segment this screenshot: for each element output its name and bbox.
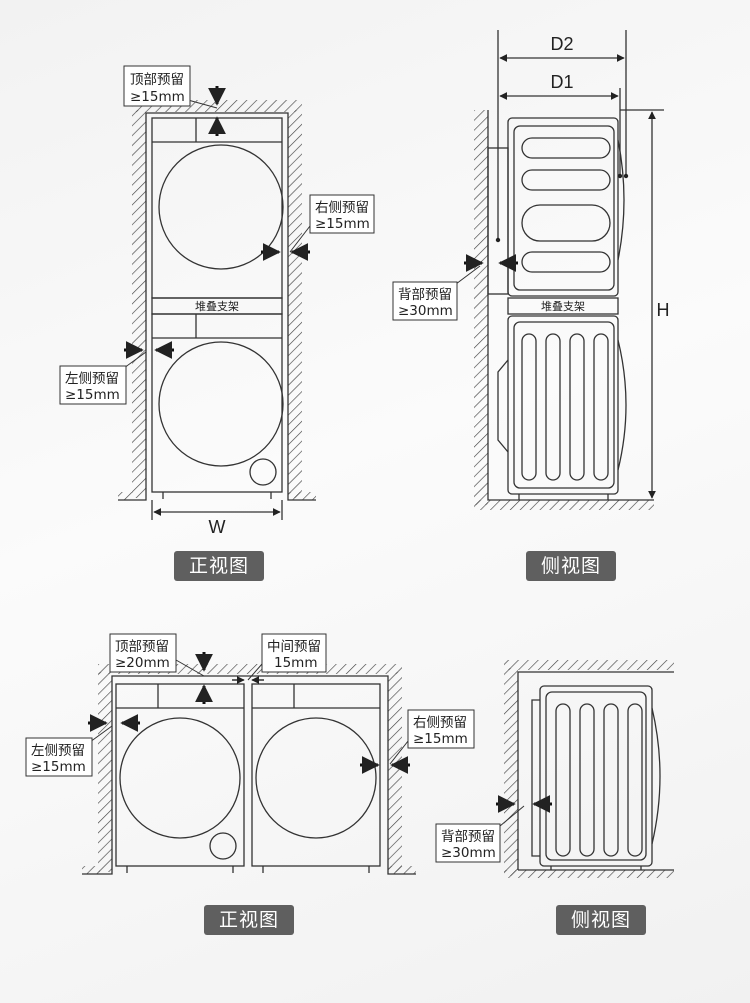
callout-left-label: 左侧预留 [65,371,119,387]
callout-top: 顶部预留 ≥15mm [123,65,191,107]
callout-middle-label: 中间预留 [267,639,321,655]
stack-rack-label: 堆叠支架 [195,300,239,313]
callout-back: 背部预留 ≥30mm [392,281,458,321]
side-view-caption: 侧视图 [526,551,616,581]
lower-washer [151,313,283,493]
depth-d1-label: D1 [550,72,573,92]
wall-back [474,110,488,505]
callout-left-value: ≥15mm [65,387,120,403]
callout-top-2-label: 顶部预留 [115,639,169,655]
filter-cover [209,832,237,860]
callout-top-2-value: ≥20mm [115,655,170,671]
vent-slot [521,169,611,191]
depth-d2-label: D2 [550,34,573,54]
filter-cover [249,458,277,486]
lower-washer-side [507,315,619,495]
callout-left: 左侧预留 ≥15mm [59,365,127,405]
callout-right-value: ≥15mm [315,216,370,232]
side-stack-rack-label: 堆叠支架 [541,300,585,313]
callout-back-2: 背部预留 ≥30mm [435,823,501,863]
right-dryer-door [255,717,377,839]
vent-slot [521,204,611,242]
callout-left-2: 左侧预留 ≥15mm [25,737,93,777]
callout-right-2-value: ≥15mm [413,731,468,747]
floor [474,500,654,510]
front-view-stacked [118,100,316,520]
side-stack-rack [507,297,619,315]
wall-right [388,672,402,872]
lower-door [158,341,284,467]
callout-back-2-label: 背部预留 [441,829,495,845]
front-view-caption: 正视图 [174,551,264,581]
wall-left [98,672,112,872]
wall-top [504,660,674,670]
side-view-stacked [474,30,664,510]
wall-back [504,668,518,876]
front-view-caption-2: 正视图 [204,905,294,935]
vent-slot [521,251,611,273]
callout-right-2: 右侧预留 ≥15mm [407,709,475,749]
width-label: W [209,517,226,537]
callout-back-2-value: ≥30mm [441,845,496,861]
height-label: H [657,300,670,320]
upper-door [158,144,284,270]
callout-top-2: 顶部预留 ≥20mm [109,633,177,673]
callout-right-2-label: 右侧预留 [413,715,467,731]
vent-slot [521,137,611,159]
callout-middle: 中间预留 15mm [261,633,327,673]
left-washer [115,683,245,867]
callout-top-label: 顶部预留 [130,72,184,88]
callout-left-2-label: 左侧预留 [31,743,85,759]
side-view-single [504,660,674,878]
callout-back-label: 背部预留 [398,287,452,303]
wall-left [132,110,146,498]
front-view-side-by-side [82,664,416,875]
washer-side [539,685,653,867]
callout-middle-value: 15mm [274,655,317,671]
side-view-caption-2: 侧视图 [556,905,646,935]
callout-right-label: 右侧预留 [315,200,369,216]
callout-top-value: ≥15mm [130,89,185,105]
left-washer-door [119,717,241,839]
front-view-side-by-side-arrows [88,652,410,774]
wall-top [98,664,402,674]
right-dryer [251,683,381,867]
floor [504,870,674,878]
callout-back-value: ≥30mm [398,303,453,319]
callout-right: 右侧预留 ≥15mm [309,194,375,234]
callout-left-2-value: ≥15mm [31,759,86,775]
wall-right [288,110,302,498]
front-view-stacked-arrows [124,86,310,359]
